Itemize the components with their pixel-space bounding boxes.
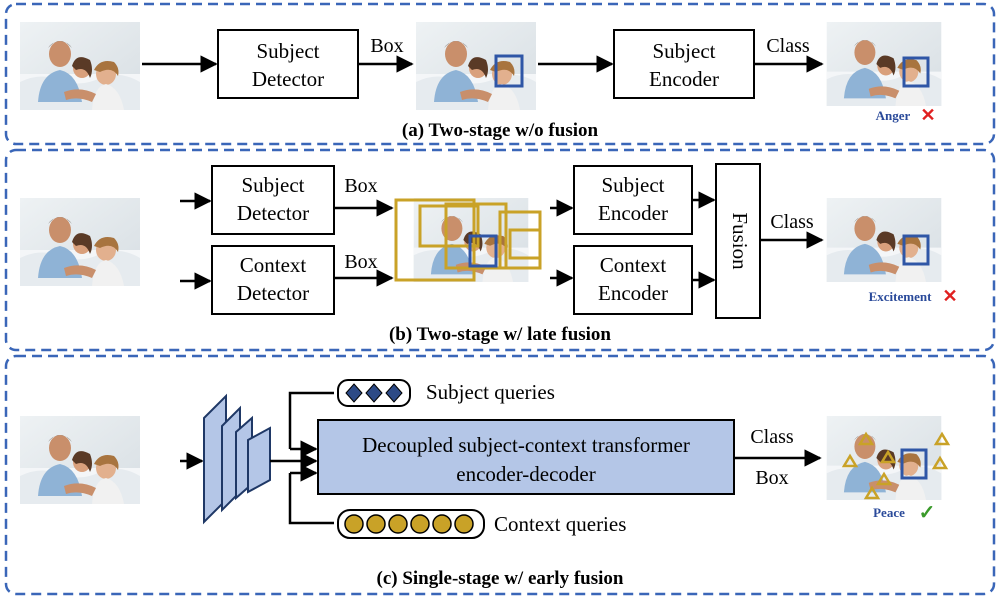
- result-photo-a: [826, 22, 942, 106]
- subject-query-tokens: [345, 383, 403, 403]
- result-label-b: Excitement: [869, 289, 932, 304]
- result-label-a: Anger: [876, 108, 911, 123]
- detected-photo-a: [416, 22, 536, 110]
- result-bbox-c: [900, 448, 928, 480]
- panel-c: Subject queries Decoupled subject-contex…: [4, 354, 996, 596]
- panel-c-border: [4, 354, 996, 596]
- panel-b: Subject Detector Context Detector Box Bo…: [4, 148, 996, 352]
- context-encoder-box: [573, 245, 693, 315]
- subject-encoder-box-b: [573, 165, 693, 235]
- subject-detector-text-1: Subject: [257, 39, 320, 63]
- context-query-connector: [288, 473, 334, 525]
- caption-c: (c) Single-stage w/ early fusion: [377, 568, 624, 589]
- panel-a: Subject Detector Box Subject Encoder Cla…: [4, 2, 996, 146]
- cnn-backbone-icon: [203, 393, 271, 525]
- subject-detector-box-b: [211, 165, 335, 235]
- subject-encoder-text-1: Subject: [653, 39, 716, 63]
- context-encoder-text-2: Encoder: [598, 281, 668, 305]
- input-photo-b: [20, 198, 140, 286]
- input-photo-c: [20, 416, 140, 504]
- fusion-text: Fusion: [728, 212, 752, 270]
- subject-queries-label: Subject queries: [426, 380, 555, 404]
- result-photo-b: [826, 198, 942, 282]
- subject-detector-b-text-2: Detector: [237, 201, 309, 225]
- panel-a-border: [4, 2, 996, 146]
- subject-detector-text-2: Detector: [252, 67, 324, 91]
- subject-encoder-b-text-1: Subject: [602, 173, 665, 197]
- box-label-c: Box: [755, 467, 788, 489]
- context-detector-box: [211, 245, 335, 315]
- wrong-icon-b: ✕: [942, 286, 957, 306]
- caption-a: (a) Two-stage w/o fusion: [402, 120, 599, 141]
- input-photo-a: [20, 22, 140, 110]
- subject-bbox-b: [468, 234, 498, 268]
- fusion-box: [715, 163, 761, 319]
- box-label-a: Box: [370, 35, 403, 57]
- transformer-text-2: encoder-decoder: [456, 462, 595, 486]
- box-label-b-top: Box: [344, 175, 377, 197]
- subject-encoder-text-2: Encoder: [649, 67, 719, 91]
- caption-b: (b) Two-stage w/ late fusion: [389, 324, 611, 345]
- subject-detector-b-text-1: Subject: [242, 173, 305, 197]
- class-label-c: Class: [750, 426, 794, 448]
- result-bbox-b: [902, 234, 930, 266]
- context-queries-label: Context queries: [494, 512, 626, 536]
- context-detector-text-1: Context: [240, 253, 307, 277]
- box-label-b-bottom: Box: [344, 251, 377, 273]
- subject-bbox-a: [494, 54, 524, 88]
- context-bboxes: [394, 198, 542, 282]
- subject-encoder-b-text-2: Encoder: [598, 201, 668, 225]
- context-query-tokens: [344, 514, 474, 534]
- result-bbox-a: [902, 56, 930, 88]
- transformer-text-1: Decoupled subject-context transformer: [362, 433, 690, 457]
- context-detector-text-2: Detector: [237, 281, 309, 305]
- panel-b-border: [4, 148, 996, 352]
- result-label-c: Peace: [873, 505, 905, 520]
- context-encoder-text-1: Context: [600, 253, 667, 277]
- class-label-a: Class: [766, 35, 810, 57]
- wrong-icon-a: ✕: [920, 105, 935, 125]
- transformer-box: [317, 419, 735, 495]
- class-label-b: Class: [770, 211, 814, 233]
- context-triangle-markers: [841, 431, 951, 500]
- check-icon-c: ✓: [919, 502, 936, 524]
- subject-query-connector: [288, 391, 334, 449]
- subject-detector-box: [217, 29, 359, 99]
